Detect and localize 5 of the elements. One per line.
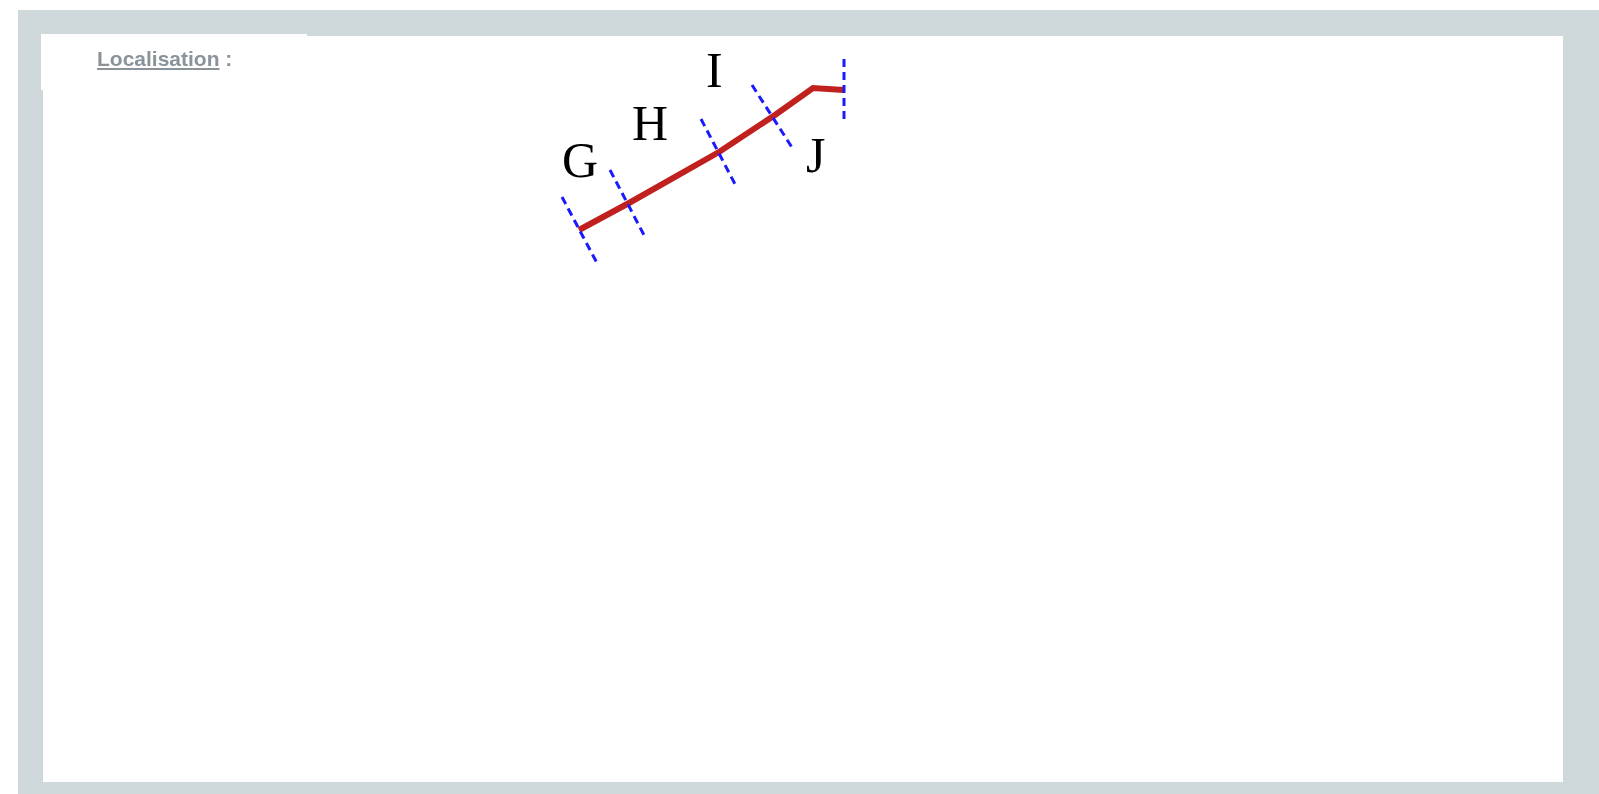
- segment-label: I: [706, 45, 723, 95]
- segment-label: H: [632, 98, 669, 148]
- segment-label: J: [806, 130, 826, 180]
- segment-label: G: [562, 135, 599, 185]
- section-heading: Localisation :: [97, 47, 233, 71]
